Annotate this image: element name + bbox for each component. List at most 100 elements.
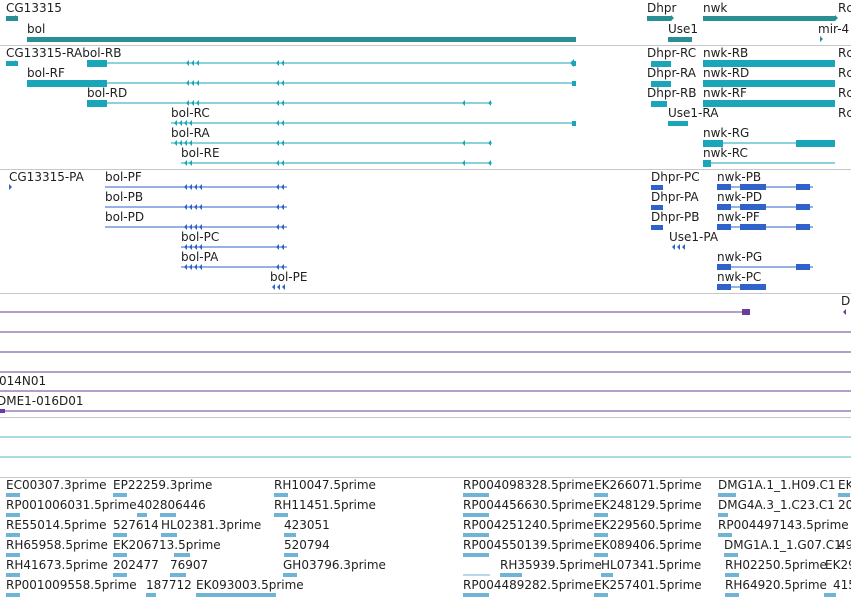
protein-label-bol-pd[interactable]: bol-PD bbox=[105, 210, 145, 224]
est-glyph[interactable] bbox=[170, 573, 186, 577]
est-label[interactable]: EK093003.5prime bbox=[196, 578, 304, 592]
est-glyph[interactable] bbox=[594, 553, 608, 557]
protein-glyph[interactable] bbox=[740, 224, 766, 230]
est-glyph[interactable] bbox=[824, 593, 836, 597]
transcript-label-nwk-rd[interactable]: nwk-RD bbox=[703, 66, 750, 80]
est-glyph[interactable] bbox=[161, 533, 177, 537]
est-glyph[interactable] bbox=[594, 533, 608, 537]
est-glyph[interactable] bbox=[725, 593, 739, 597]
est-label[interactable]: HL07341.5prime bbox=[601, 558, 702, 572]
transcript-label-bol-rc[interactable]: bol-RC bbox=[171, 106, 210, 120]
exon-glyph[interactable] bbox=[703, 140, 723, 147]
exon-glyph[interactable] bbox=[703, 80, 835, 87]
est-glyph[interactable] bbox=[113, 493, 127, 497]
exon-glyph[interactable] bbox=[651, 101, 667, 107]
protein-glyph[interactable] bbox=[651, 225, 663, 230]
gene-glyph[interactable] bbox=[647, 16, 671, 21]
est-glyph[interactable] bbox=[724, 553, 738, 557]
est-glyph[interactable] bbox=[6, 553, 20, 557]
est-glyph[interactable] bbox=[6, 493, 20, 497]
protein-glyph[interactable] bbox=[717, 264, 731, 270]
protein-glyph[interactable] bbox=[740, 204, 766, 210]
protein-label-nwk-pf[interactable]: nwk-PF bbox=[717, 210, 760, 224]
est-glyph[interactable] bbox=[463, 553, 489, 557]
protein-label-bol-pb[interactable]: bol-PB bbox=[105, 190, 144, 204]
exon-glyph[interactable] bbox=[703, 60, 835, 67]
est-label[interactable]: EK229560.5prime bbox=[594, 518, 702, 532]
transcript-label-rc-1[interactable]: Rc bbox=[838, 46, 851, 60]
est-glyph[interactable] bbox=[283, 573, 297, 577]
est-glyph[interactable] bbox=[463, 493, 489, 497]
est-label[interactable]: 520794 bbox=[284, 538, 330, 552]
est-glyph[interactable] bbox=[463, 533, 489, 537]
est-label[interactable]: 415 bbox=[833, 578, 851, 592]
est-glyph[interactable] bbox=[594, 593, 608, 597]
est-glyph[interactable] bbox=[718, 493, 736, 497]
est-label[interactable]: EK248129.5prime bbox=[594, 498, 702, 512]
transcript-label-dhpr-ra[interactable]: Dhpr-RA bbox=[647, 66, 697, 80]
est-glyph[interactable] bbox=[137, 513, 147, 517]
est-label[interactable]: RE55014.5prime bbox=[6, 518, 107, 532]
protein-label-cg13315-pa[interactable]: CG13315-PA bbox=[9, 170, 84, 184]
protein-glyph[interactable] bbox=[717, 204, 731, 210]
est-label[interactable]: DMG1A.1_1.G07.C1 bbox=[724, 538, 842, 552]
protein-label-bol-pa[interactable]: bol-PA bbox=[181, 250, 219, 264]
gene-glyph[interactable] bbox=[27, 37, 576, 42]
exon-glyph[interactable] bbox=[703, 160, 711, 167]
exon-glyph[interactable] bbox=[651, 61, 671, 67]
est-label[interactable]: 423051 bbox=[284, 518, 330, 532]
protein-glyph[interactable] bbox=[651, 185, 663, 190]
protein-label-bol-pe[interactable]: bol-PE bbox=[270, 270, 308, 284]
est-label[interactable]: 49 bbox=[838, 538, 851, 552]
est-glyph[interactable] bbox=[594, 493, 608, 497]
exon-glyph[interactable] bbox=[572, 61, 576, 66]
est-glyph[interactable] bbox=[284, 553, 298, 557]
est-glyph[interactable] bbox=[6, 573, 20, 577]
est-label[interactable]: EK257401.5prime bbox=[594, 578, 702, 592]
gene-label-mir[interactable]: mir-4 bbox=[818, 22, 850, 36]
protein-glyph[interactable] bbox=[717, 284, 731, 290]
protein-label-dhpr-pb[interactable]: Dhpr-PB bbox=[651, 210, 700, 224]
est-glyph[interactable] bbox=[463, 513, 489, 517]
gene-glyph[interactable] bbox=[6, 16, 18, 21]
est-glyph[interactable] bbox=[718, 513, 728, 517]
protein-glyph[interactable] bbox=[651, 205, 663, 210]
transcript-label-bol-ra[interactable]: bol-RA bbox=[171, 126, 210, 140]
est-label[interactable]: 20 bbox=[838, 498, 851, 512]
est-label[interactable]: RP004497143.5prime bbox=[718, 518, 849, 532]
protein-glyph[interactable] bbox=[717, 184, 731, 190]
est-label[interactable]: RP001006031.5prime bbox=[6, 498, 137, 512]
est-label[interactable]: EK206713.5prime bbox=[113, 538, 221, 552]
gene-label-bol[interactable]: bol bbox=[27, 22, 46, 36]
transcript-label-rc-2[interactable]: Rc bbox=[838, 66, 851, 80]
est-label[interactable]: EK bbox=[838, 478, 851, 492]
est-label[interactable]: EP22259.3prime bbox=[113, 478, 213, 492]
est-label[interactable]: RH65958.5prime bbox=[6, 538, 108, 552]
est-label[interactable]: RP004550139.5prime bbox=[463, 538, 594, 552]
est-label[interactable]: RH11451.5prime bbox=[274, 498, 376, 512]
transcript-label-dhpr-rc[interactable]: Dhpr-RC bbox=[647, 46, 697, 60]
gene-glyph[interactable] bbox=[668, 37, 692, 42]
protein-label-nwk-pd[interactable]: nwk-PD bbox=[717, 190, 763, 204]
transcript-label-rc-4[interactable]: Rc bbox=[838, 106, 851, 120]
exon-glyph[interactable] bbox=[703, 100, 835, 107]
gene-label-nwk[interactable]: nwk bbox=[703, 1, 728, 15]
est-label[interactable]: DMG1A.1_1.H09.C1 bbox=[718, 478, 836, 492]
est-glyph[interactable] bbox=[274, 493, 288, 497]
transcript-label-nwk-rg[interactable]: nwk-RG bbox=[703, 126, 750, 140]
transcript-label-nwk-rf[interactable]: nwk-RF bbox=[703, 86, 747, 100]
protein-label-nwk-pg[interactable]: nwk-PG bbox=[717, 250, 763, 264]
clone-label-d[interactable]: D bbox=[841, 294, 851, 308]
protein-label-use1-pa[interactable]: Use1-PA bbox=[669, 230, 719, 244]
est-glyph[interactable] bbox=[6, 513, 20, 517]
est-label[interactable]: 202477 bbox=[113, 558, 159, 572]
transcript-label-cg13315-ra-bol-rb[interactable]: CG13315-RAbol-RB bbox=[6, 46, 122, 60]
est-glyph[interactable] bbox=[6, 533, 20, 537]
est-glyph[interactable] bbox=[113, 533, 127, 537]
est-label[interactable]: EK266071.5prime bbox=[594, 478, 702, 492]
protein-glyph[interactable] bbox=[796, 264, 810, 270]
est-label[interactable]: EK089406.5prime bbox=[594, 538, 702, 552]
gene-label-use1[interactable]: Use1 bbox=[668, 22, 699, 36]
est-glyph[interactable] bbox=[174, 553, 190, 557]
exon-glyph[interactable] bbox=[572, 81, 576, 86]
